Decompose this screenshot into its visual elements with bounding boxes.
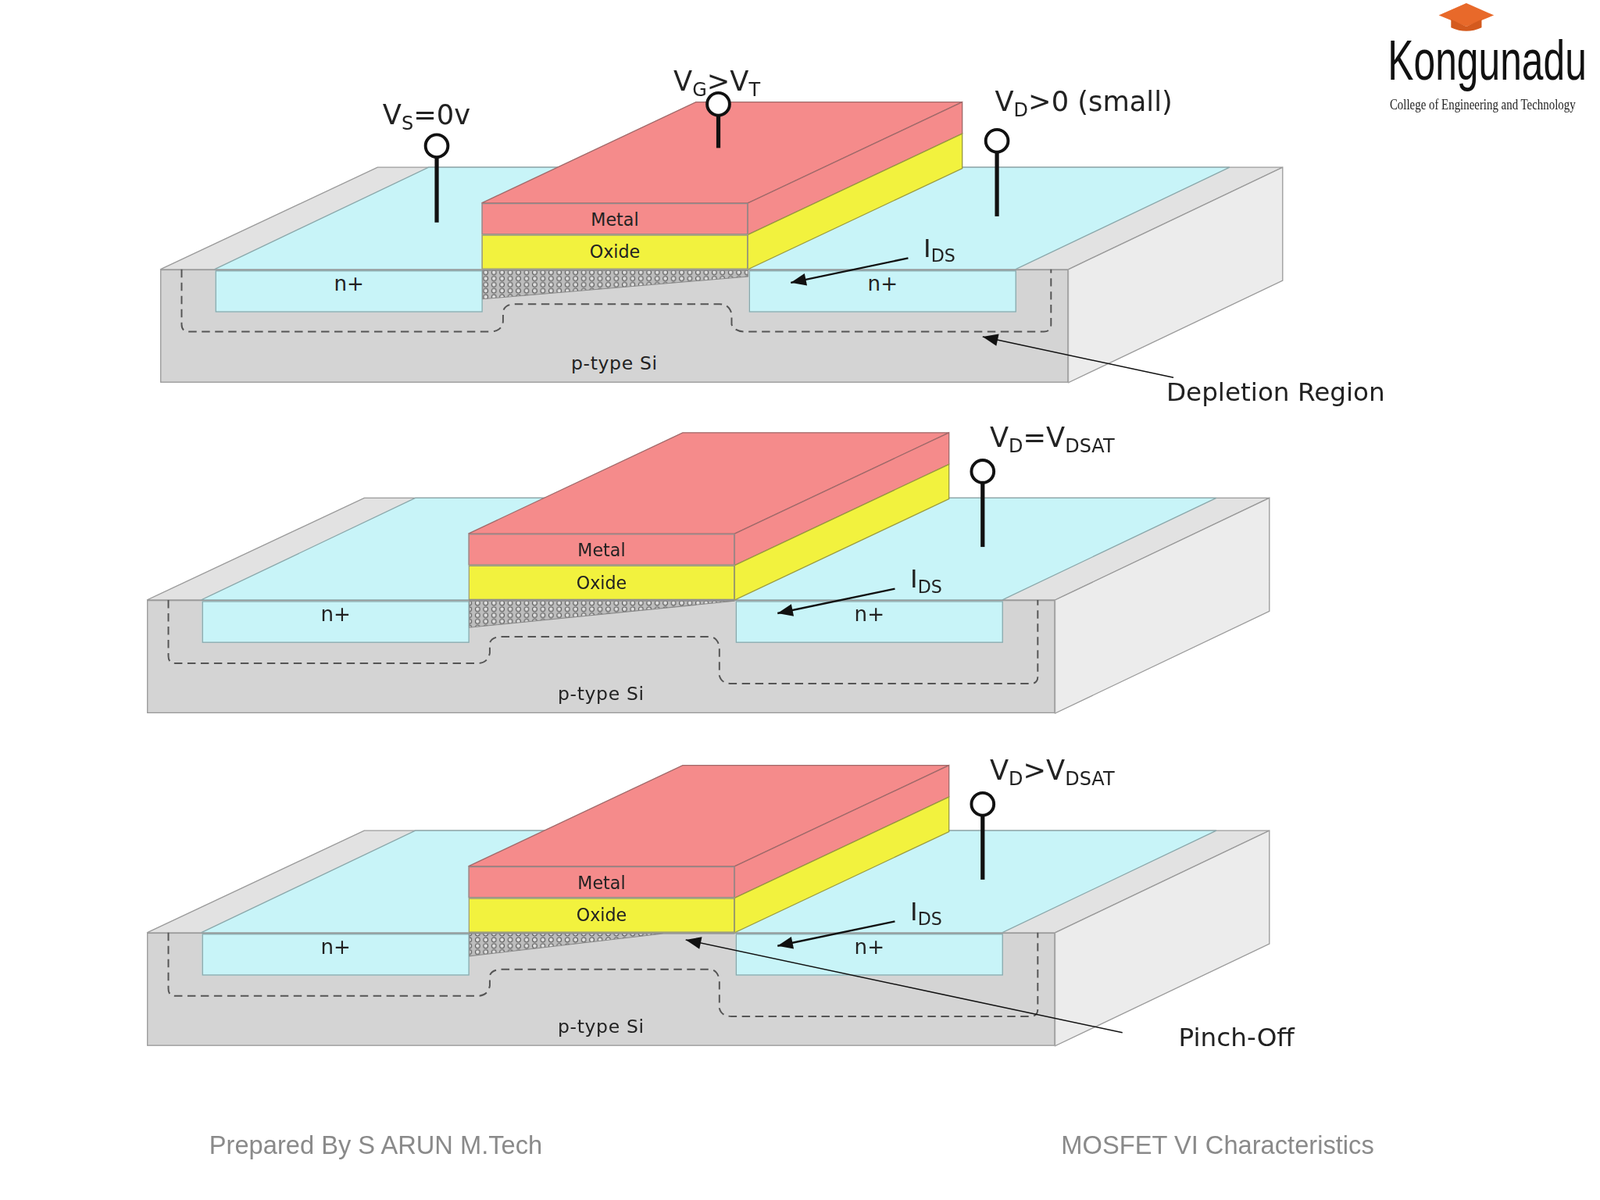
layer-label: Oxide <box>469 899 734 933</box>
n-plus-region: n+ <box>202 600 470 643</box>
oxide-layer: Oxide <box>468 565 736 600</box>
layer-label: n+ <box>736 602 1003 627</box>
device-body <box>146 765 1270 1047</box>
layer-label: Oxide <box>482 235 747 269</box>
leader-lines <box>685 257 1174 1033</box>
p-substrate: p-type Si n+ n+ <box>146 932 1055 1047</box>
layer-label: Metal <box>482 203 747 234</box>
signal-label: VD>VDSAT <box>989 753 1115 790</box>
depletion-boundary <box>168 600 1039 684</box>
n-plus-region: n+ <box>735 933 1004 976</box>
signal-label: VD=VDSAT <box>989 421 1115 457</box>
device-body <box>160 102 1283 383</box>
pinch-off-gap <box>663 932 735 934</box>
logo-text: Kongunadu <box>1387 26 1586 93</box>
layer-label: p-type Si <box>160 352 1068 374</box>
layer-label: Oxide <box>469 566 734 600</box>
layer-label: n+ <box>750 271 1016 296</box>
inversion-channel <box>469 933 664 957</box>
oxide-layer: Oxide <box>481 234 748 269</box>
n-plus-region: n+ <box>202 933 470 976</box>
signal-label: VD>0 (small) <box>994 85 1172 122</box>
inversion-channel <box>482 270 749 300</box>
current-label: IDS <box>923 233 956 266</box>
metal-gate-layer: Metal <box>481 203 748 235</box>
n-plus-region: n+ <box>215 270 483 313</box>
n-plus-region: n+ <box>749 270 1017 313</box>
signal-label: VG>VT <box>673 65 761 101</box>
layer-label: Metal <box>469 867 734 897</box>
p-substrate: p-type Si n+ n+ <box>160 269 1068 383</box>
logo-subtitle: College of Engineering and Technology <box>1389 96 1576 114</box>
layer-label: p-type Si <box>147 1015 1054 1037</box>
layer-label: n+ <box>203 934 469 959</box>
layer-label: p-type Si <box>147 682 1054 704</box>
signal-label: VS=0v <box>382 99 471 135</box>
footer-text: MOSFET VI Characteristics <box>1060 1130 1374 1161</box>
layer-label: n+ <box>216 271 483 296</box>
layer-label: n+ <box>203 602 469 627</box>
depletion-boundary <box>181 269 1051 333</box>
logo-cap <box>1439 3 1495 32</box>
n-plus-region: n+ <box>735 600 1004 643</box>
device-body <box>146 432 1270 714</box>
layer-label: n+ <box>736 934 1003 959</box>
metal-gate-layer: Metal <box>468 866 736 898</box>
depletion-boundary <box>168 932 1039 1017</box>
current-label: IDS <box>910 896 943 929</box>
current-label: IDS <box>910 564 943 597</box>
layer-label: Metal <box>469 534 734 565</box>
footer-text: Prepared By S ARUN M.Tech <box>209 1130 543 1161</box>
metal-gate-layer: Metal <box>468 533 736 565</box>
terminal-pins <box>425 92 1009 880</box>
inversion-channel <box>469 600 736 628</box>
callout-label: Depletion Region <box>1166 377 1386 408</box>
p-substrate: p-type Si n+ n+ <box>146 600 1055 714</box>
callout-label: Pinch-Off <box>1178 1022 1295 1053</box>
oxide-layer: Oxide <box>468 897 736 933</box>
